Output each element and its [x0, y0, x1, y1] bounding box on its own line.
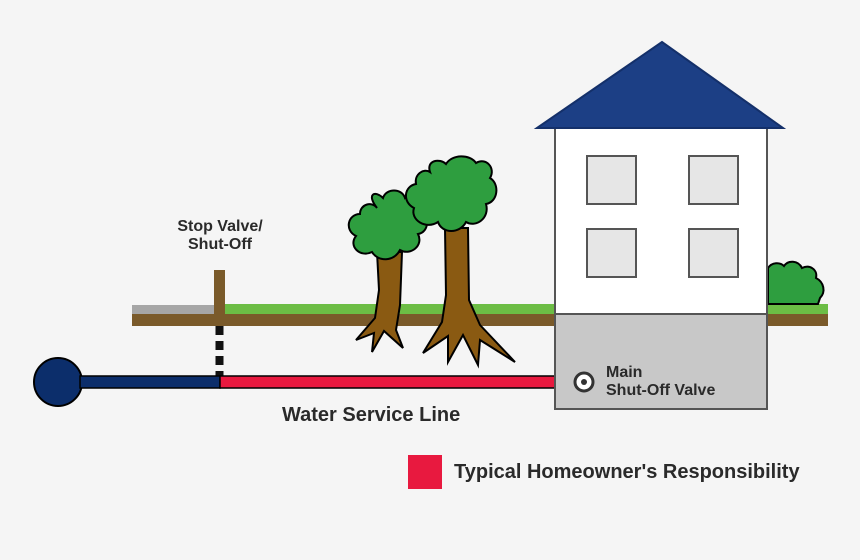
- water-main-circle: [33, 357, 83, 407]
- house-roof: [533, 40, 787, 129]
- window-top-right: [688, 155, 739, 205]
- soil-line-right: [767, 314, 828, 326]
- main-valve-label-line2: Shut-Off Valve: [606, 382, 716, 400]
- house-foundation: [554, 313, 768, 410]
- legend: Typical Homeowner's Responsibility: [408, 454, 800, 490]
- city-pipe: [79, 375, 221, 389]
- tree-left: [347, 189, 428, 353]
- window-top-left: [586, 155, 637, 205]
- main-valve-label: Main Shut-Off Valve: [606, 364, 715, 401]
- legend-swatch: [408, 455, 442, 489]
- main-valve-label-line1: Main: [606, 364, 643, 381]
- soil-line-left: [132, 314, 555, 326]
- stop-valve-post: [214, 270, 225, 316]
- bush: [767, 260, 825, 305]
- main-shutoff-valve-icon: [573, 371, 595, 393]
- window-bottom-left: [586, 228, 637, 278]
- grass-strip-right: [767, 304, 828, 314]
- tree-right: [405, 155, 516, 369]
- sidewalk: [132, 305, 220, 314]
- stop-valve-label-line1: Stop Valve/: [177, 218, 263, 235]
- water-service-line-label: Water Service Line: [282, 404, 461, 426]
- window-bottom-right: [688, 228, 739, 278]
- legend-text: Typical Homeowner's Responsibility: [454, 460, 800, 483]
- homeowner-pipe: [219, 375, 577, 389]
- stop-valve-label: Stop Valve/ Shut-Off: [150, 218, 290, 255]
- stop-valve-label-line2: Shut-Off: [188, 236, 252, 254]
